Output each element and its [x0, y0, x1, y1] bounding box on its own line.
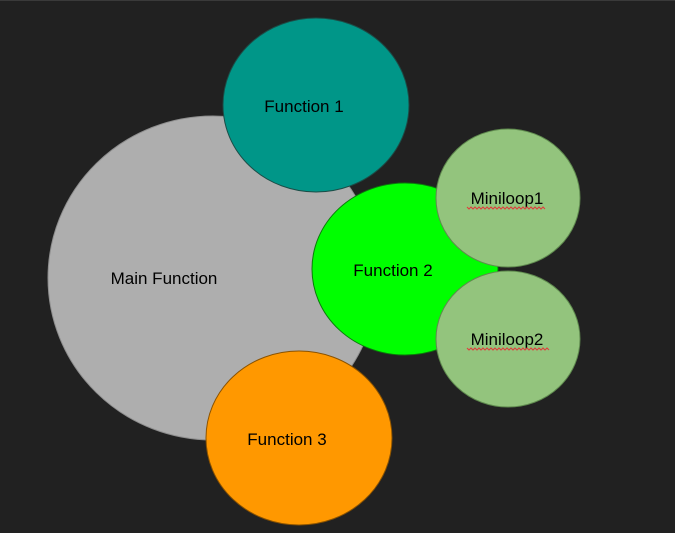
node-miniloop-2-shape — [435, 270, 581, 408]
node-function-1: Function 1 — [222, 17, 410, 193]
node-miniloop-2-label: Miniloop2 — [471, 330, 544, 349]
spellcheck-underline — [466, 206, 546, 210]
node-function-3-label: Function 3 — [247, 430, 326, 449]
node-miniloop-2: Miniloop2 — [435, 270, 581, 408]
node-function-1-shape — [222, 17, 410, 193]
node-main-function-label: Main Function — [111, 269, 218, 288]
node-function-1-label: Function 1 — [264, 97, 343, 116]
node-function-2-label: Function 2 — [353, 261, 432, 280]
node-function-3-shape — [205, 350, 393, 526]
node-miniloop-1-label: Miniloop1 — [471, 189, 544, 208]
node-miniloop-1-shape — [435, 128, 581, 268]
node-function-3: Function 3 — [205, 350, 393, 526]
node-miniloop-1: Miniloop1 — [435, 128, 581, 268]
spellcheck-underline — [466, 347, 550, 351]
